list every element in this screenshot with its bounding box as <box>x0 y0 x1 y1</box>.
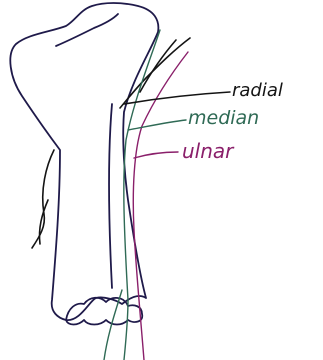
median-leader <box>128 120 186 130</box>
radial-label: radial <box>232 80 283 101</box>
radial-leader <box>124 92 230 104</box>
radial-nerve <box>120 38 190 108</box>
bone-head-seam <box>56 14 118 46</box>
bone-condyle <box>66 298 142 325</box>
ulnar-label: ulnar <box>182 139 235 163</box>
median-label: median <box>188 107 259 129</box>
humerus-bone <box>10 3 158 325</box>
nerves <box>104 30 190 360</box>
bone-left-mark <box>32 150 54 248</box>
ulnar-leader <box>134 152 178 158</box>
bone-inner-line <box>109 104 112 288</box>
